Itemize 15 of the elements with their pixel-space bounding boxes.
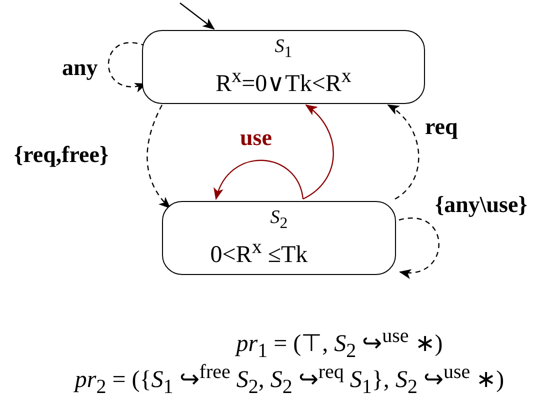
edge-label: {req,free} bbox=[14, 143, 109, 167]
transition-arrow bbox=[146, 104, 171, 209]
self-loop-arrow bbox=[214, 160, 304, 200]
transition-arrow bbox=[180, 2, 215, 30]
self-loop-arrow bbox=[398, 218, 440, 278]
state-condition: R$^{x}$=0∨Tk<R$^{x}$ bbox=[216, 64, 352, 97]
state-box bbox=[162, 201, 396, 275]
state-condition: 0<R$^{x}$ ≤Tk bbox=[210, 234, 308, 268]
state-name: S$_{1}$ bbox=[274, 37, 292, 63]
state-box bbox=[142, 30, 425, 104]
edge-label: {any\use} bbox=[435, 193, 528, 217]
state-name: S$_{2}$ bbox=[270, 208, 288, 234]
transition-arrow bbox=[387, 104, 420, 200]
formula: pr$_{1}$ = (⊤, S$_{2}$ ↪$^{use}$ ∗) bbox=[236, 331, 443, 357]
transition-arrow bbox=[302, 104, 334, 200]
